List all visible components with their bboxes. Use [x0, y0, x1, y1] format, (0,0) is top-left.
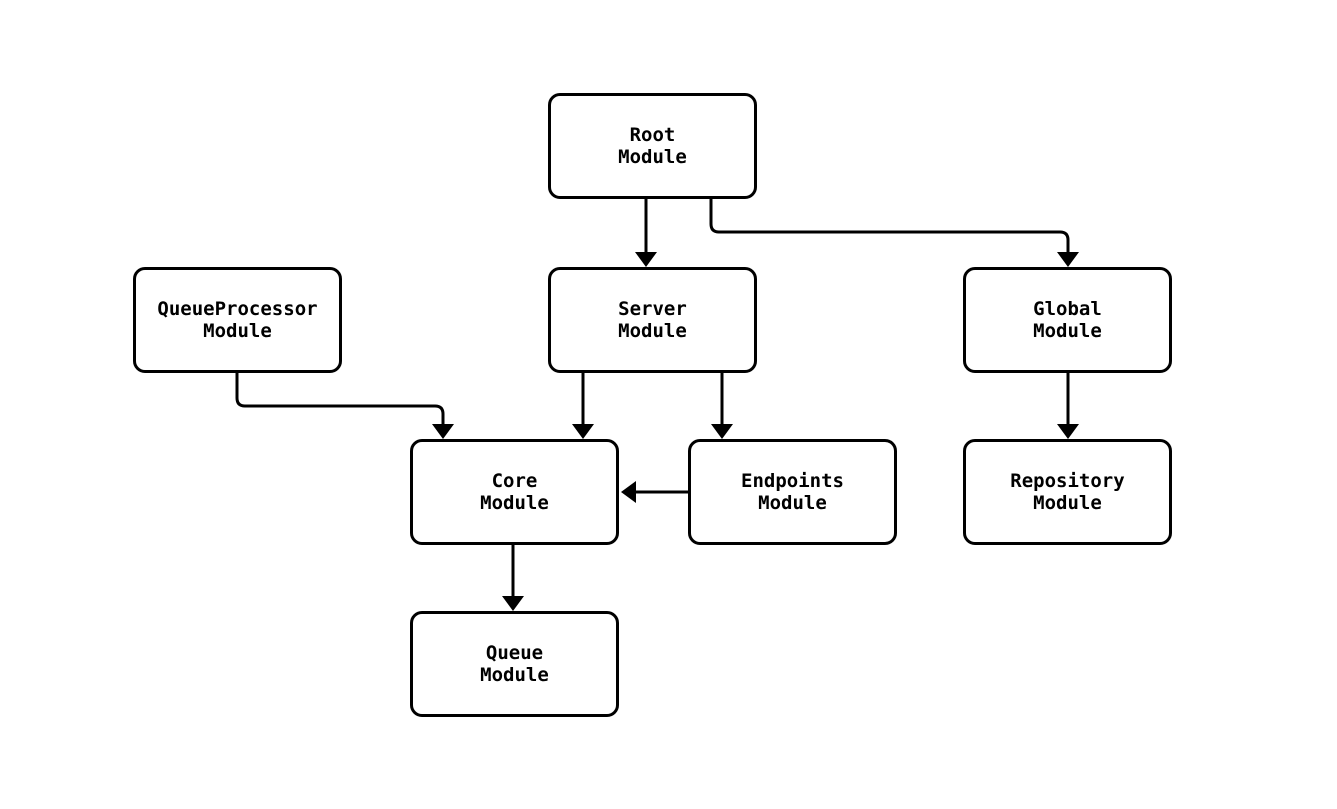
- node-label-line1: Global: [1033, 298, 1102, 320]
- edge-root-to-server: [635, 197, 657, 267]
- edge-server-to-endpoints: [711, 372, 733, 439]
- node-core-module: Core Module: [410, 439, 619, 545]
- edge-endpoints-to-core: [621, 481, 689, 503]
- node-label-line2: Module: [480, 664, 549, 686]
- node-label-line1: Queue: [485, 642, 544, 664]
- node-label-line1: Repository: [1010, 470, 1125, 492]
- node-server-module: Server Module: [548, 267, 757, 373]
- edge-global-to-repository: [1057, 372, 1079, 439]
- node-queueprocessor-module: QueueProcessor Module: [133, 267, 342, 373]
- node-label-line2: Module: [1033, 492, 1102, 514]
- node-label-line1: QueueProcessor: [157, 298, 318, 320]
- edge-queueprocessor-to-core: [235, 372, 454, 439]
- node-global-module: Global Module: [963, 267, 1172, 373]
- node-label-line1: Core: [491, 470, 538, 492]
- node-label-line2: Module: [618, 320, 687, 342]
- node-label-line2: Module: [1033, 320, 1102, 342]
- node-label-line2: Module: [618, 146, 687, 168]
- node-repository-module: Repository Module: [963, 439, 1172, 545]
- edge-server-to-core: [572, 372, 594, 439]
- node-endpoints-module: Endpoints Module: [688, 439, 897, 545]
- node-label-line2: Module: [203, 320, 272, 342]
- node-label-line2: Module: [758, 492, 827, 514]
- edge-root-to-global: [709, 197, 1079, 267]
- node-label-line1: Endpoints: [741, 470, 844, 492]
- node-label-line1: Server: [618, 298, 687, 320]
- edge-core-to-queue: [502, 544, 524, 611]
- node-queue-module: Queue Module: [410, 611, 619, 717]
- node-root-module: Root Module: [548, 93, 757, 199]
- node-label-line1: Root: [629, 124, 676, 146]
- node-label-line2: Module: [480, 492, 549, 514]
